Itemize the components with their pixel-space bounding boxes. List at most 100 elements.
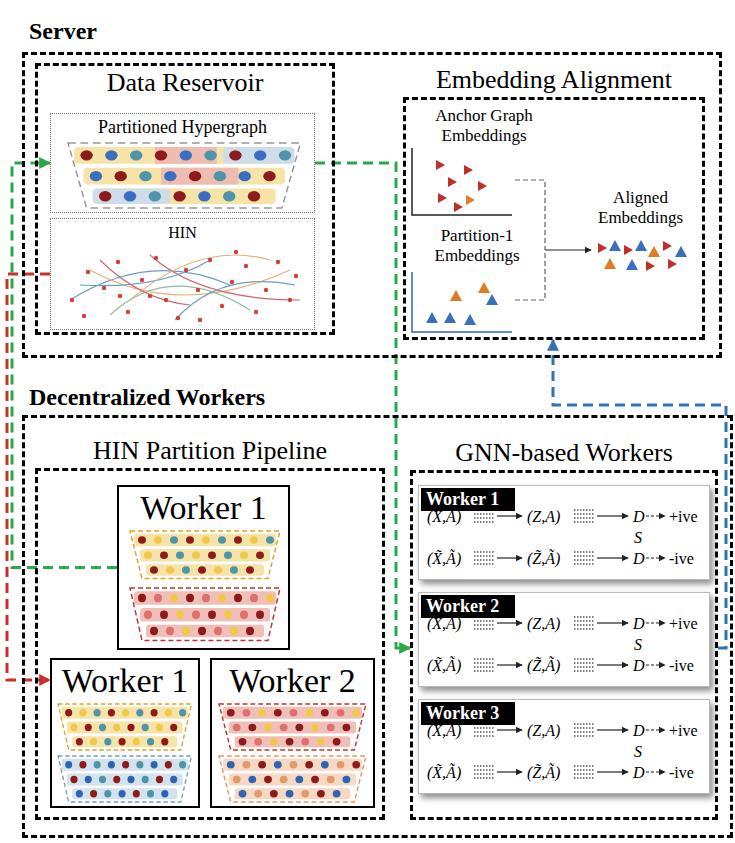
alignment-box: Embedding AlignmentAnchor Graph Embeddin… (403, 97, 705, 340)
node-text: (Z̃,Ã) (527, 764, 560, 782)
node-text: +ive (669, 722, 698, 740)
node-text: +ive (669, 508, 698, 526)
node-text: (X̃,Ã) (427, 657, 461, 675)
dashed-connector (315, 163, 410, 648)
worker-hypergraph (219, 704, 366, 750)
embedding-plots (624, 245, 633, 255)
network-dots (230, 280, 234, 284)
worker-box: Worker 2 (210, 658, 375, 808)
worker-hypergraph (170, 594, 274, 635)
node-title: Data Reservoir (107, 68, 264, 98)
gnn-flow-icons (597, 515, 628, 516)
hypergraph-figure (68, 143, 301, 208)
embedding-plots (436, 160, 445, 170)
network-dots (264, 288, 268, 292)
worker-hypergraph (62, 759, 188, 799)
node-text: Anchor Graph Embeddings (419, 106, 549, 145)
node-text: (X̃,Ã) (427, 550, 461, 568)
dashed-connector (553, 340, 726, 648)
gnn-box: GNN-based WorkersWorker 1(X,A)(Z,A)D+ive… (410, 470, 718, 820)
embedding-plots (426, 312, 438, 323)
embedding-plots (444, 312, 456, 323)
node-text: (X,A) (427, 615, 461, 633)
gnn-flow-icons (646, 729, 665, 730)
network-dots (254, 310, 258, 314)
network-dots (148, 294, 152, 298)
worker-hypergraph (65, 709, 177, 745)
node-text: (Z̃,Ã) (527, 550, 560, 568)
embedding-plots (663, 241, 672, 251)
node-text: S (634, 636, 642, 654)
network-figure (110, 286, 250, 315)
gnn-flow-icons (646, 622, 665, 623)
node-text: (X,A) (427, 508, 461, 526)
node-text: (Z,A) (527, 722, 560, 740)
network-dots (154, 256, 158, 260)
worker-hypergraph (94, 709, 187, 745)
worker-hypergraph (223, 707, 362, 747)
embedding-plots (450, 290, 462, 301)
node-title: Worker 2 (229, 661, 356, 700)
worker-hypergraph (58, 704, 192, 750)
worker-hypergraph (170, 536, 274, 574)
node-text: (Z,A) (527, 508, 560, 526)
gnn-flow-icons (497, 516, 628, 772)
worker-hypergraph (227, 709, 350, 745)
gnn-worker-panel: Worker 2(X,A)(Z,A)D+iveS(X̃,Ã)(Z̃,Ã)D-iv… (418, 592, 710, 687)
worker-hypergraph (219, 756, 366, 802)
node-title: Worker 1 (140, 488, 267, 527)
worker-hypergraph (94, 761, 187, 797)
node-text: Aligned Embeddings (583, 188, 698, 227)
worker-box: Worker 1 (117, 485, 290, 650)
gnn-flow-icons (597, 729, 628, 730)
node-text: D (633, 615, 645, 633)
hypergraph-figure (74, 147, 294, 204)
gnn-flow-icons (497, 771, 522, 772)
embedding-plots (545, 249, 591, 250)
embedding-plots (646, 261, 655, 271)
node-title: HIN Partition Pipeline (93, 436, 327, 466)
gnn-flow-icons (474, 617, 494, 629)
dashed-connector (12, 163, 117, 568)
worker-hypergraph (130, 531, 280, 579)
worker-hypergraph (134, 534, 276, 576)
node-text: +ive (669, 615, 698, 633)
node-text: (X,A) (427, 722, 461, 740)
worker-hypergraph (138, 536, 264, 574)
network-dots (70, 250, 298, 322)
worker-hypergraph (58, 756, 192, 802)
network-dots (196, 288, 200, 292)
hypergraph-figure (80, 150, 275, 201)
node-text: D (633, 764, 645, 782)
network-dots (244, 264, 248, 268)
gnn-flow-icons (574, 552, 594, 564)
node-title: Worker 3 (421, 702, 515, 725)
gnn-flow-icons (497, 664, 522, 665)
worker-hypergraph (138, 594, 264, 635)
gnn-worker-panel: Worker 1(X,A)(Z,A)D+iveS(X̃,Ã)(Z̃,Ã)D-iv… (418, 485, 710, 580)
gnn-flow-icons (646, 771, 665, 772)
node-title: GNN-based Workers (455, 438, 673, 468)
gnn-flow-icons (646, 515, 665, 516)
network-figure (80, 260, 210, 286)
node-text: -ive (669, 550, 694, 568)
network-dots (86, 270, 90, 274)
embedding-plots (478, 282, 490, 293)
worker-hypergraph (219, 704, 366, 750)
worker-hypergraph (233, 761, 345, 797)
gnn-flow-icons (474, 510, 665, 778)
panel-background (418, 699, 710, 794)
worker-hypergraph (223, 759, 362, 799)
network-dots (208, 258, 212, 262)
gnn-flow-icons (497, 557, 522, 558)
worker-hypergraph (62, 707, 188, 747)
gnn-flow-icons (574, 617, 594, 629)
network-dots (140, 278, 144, 282)
worker-box: Worker 1 (50, 658, 200, 808)
worker-hypergraph (144, 594, 258, 635)
hypergraph-panel: Partitioned Hypergraph (50, 113, 315, 213)
network-figure (175, 282, 295, 320)
worker-hypergraph (70, 761, 171, 797)
node-text: D (633, 508, 645, 526)
